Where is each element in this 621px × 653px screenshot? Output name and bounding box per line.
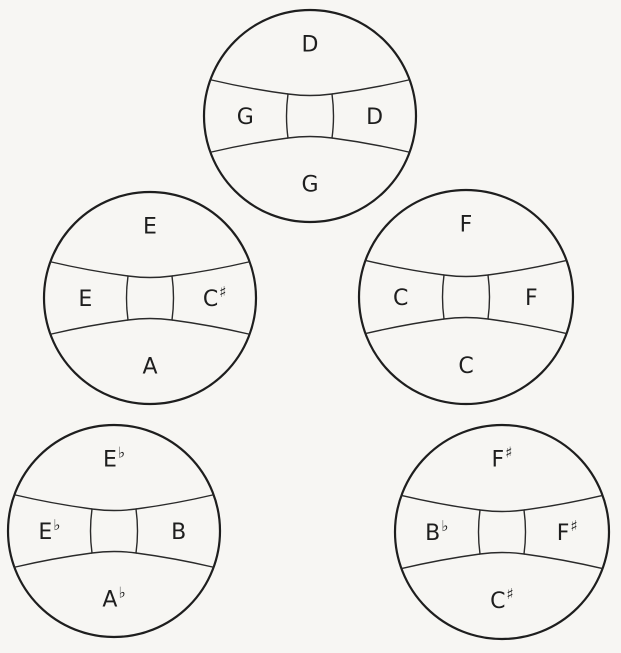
drum-f-c: F C F C [357,188,575,406]
note-bottom: A♭ [102,583,125,612]
drum-rim [393,423,611,641]
note-top: F [460,213,473,238]
divider-top-right [331,79,410,95]
divider-bottom-left [14,552,93,568]
divider-top-right [171,261,250,277]
divider-bottom-right [135,552,214,568]
note-right: F♯ [557,517,578,546]
divider-top-left [365,259,445,276]
note-bottom: C [458,354,473,379]
divider-bottom-left [401,553,481,570]
drum-eb-ab: E♭ E♭ B A♭ [6,423,222,639]
note-bottom: A [142,354,157,379]
note-right: B [171,520,186,545]
note-left: E♭ [38,516,60,545]
divider-top-right [487,259,567,276]
note-right: D [366,105,383,130]
note-left: C [393,286,408,311]
center-note-square [89,508,139,554]
drum-rim [6,423,222,639]
note-top: E [143,214,157,239]
drum-fs-cs: F♯ B♭ F♯ C♯ [393,423,611,641]
drum-rim [202,8,418,224]
divider-top-left [50,261,129,277]
center-note-square [285,93,335,139]
note-left: E [78,287,92,312]
note-right: F [525,286,538,311]
note-top: E♭ [103,443,125,472]
divider-top-right [135,494,214,510]
divider-bottom-right [487,318,567,335]
center-note-square [125,275,175,321]
drum-rim [42,190,258,406]
drum-rim [357,188,575,406]
note-bottom: C♯ [490,585,514,614]
note-right: C♯ [203,283,227,312]
note-left: G [237,105,254,130]
note-bottom: G [301,172,318,197]
center-note-square [477,509,527,555]
divider-bottom-left [210,137,289,153]
divider-bottom-right [171,319,250,335]
divider-top-right [523,494,603,511]
divider-bottom-left [50,319,129,335]
divider-bottom-right [523,553,603,570]
drum-d-g: D G D G [202,8,418,224]
note-left: B♭ [425,517,448,546]
drum-e-a: E E C♯ A [42,190,258,406]
note-top: D [302,32,319,57]
note-top: F♯ [492,444,513,473]
divider-bottom-left [365,318,445,335]
divider-bottom-right [331,137,410,153]
center-note-square [441,274,491,320]
divider-top-left [210,79,289,95]
divider-top-left [14,494,93,510]
divider-top-left [401,494,481,511]
